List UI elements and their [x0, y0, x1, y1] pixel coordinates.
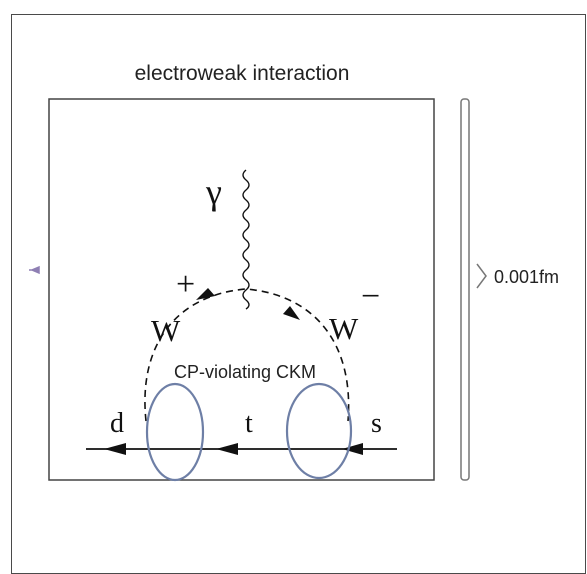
- w-arc-arrow-left-icon: [196, 288, 215, 300]
- photon-label: γ: [205, 172, 222, 212]
- quark-label-t: t: [245, 408, 253, 439]
- side-arrow-icon: [29, 265, 40, 275]
- quark-arrow-middle-icon: [216, 443, 238, 455]
- photon-line: [242, 169, 250, 310]
- quark-label-d: d: [110, 408, 124, 439]
- quark-label-s: s: [371, 408, 382, 439]
- scale-label: 0.001fm: [494, 267, 559, 287]
- w-minus-sign: −: [361, 278, 380, 315]
- quark-arrow-right-icon: [342, 443, 363, 455]
- interaction-box: [48, 98, 435, 481]
- vertex-ellipse-right: [285, 382, 353, 480]
- diagram-title: electroweak interaction: [135, 62, 350, 85]
- w-arc-arrow-right-icon: [283, 306, 300, 320]
- w-boson-arc: [144, 288, 350, 422]
- w-minus-label: W: [329, 311, 359, 346]
- vertex-label: CP-violating CKM: [174, 362, 316, 382]
- w-plus-label: W: [151, 313, 181, 348]
- scale-pointer: [476, 263, 487, 289]
- quark-arrow-left-icon: [104, 443, 126, 455]
- scale-bracket: [460, 98, 470, 481]
- vertex-ellipse-left: [145, 382, 205, 482]
- w-plus-sign: +: [176, 266, 195, 303]
